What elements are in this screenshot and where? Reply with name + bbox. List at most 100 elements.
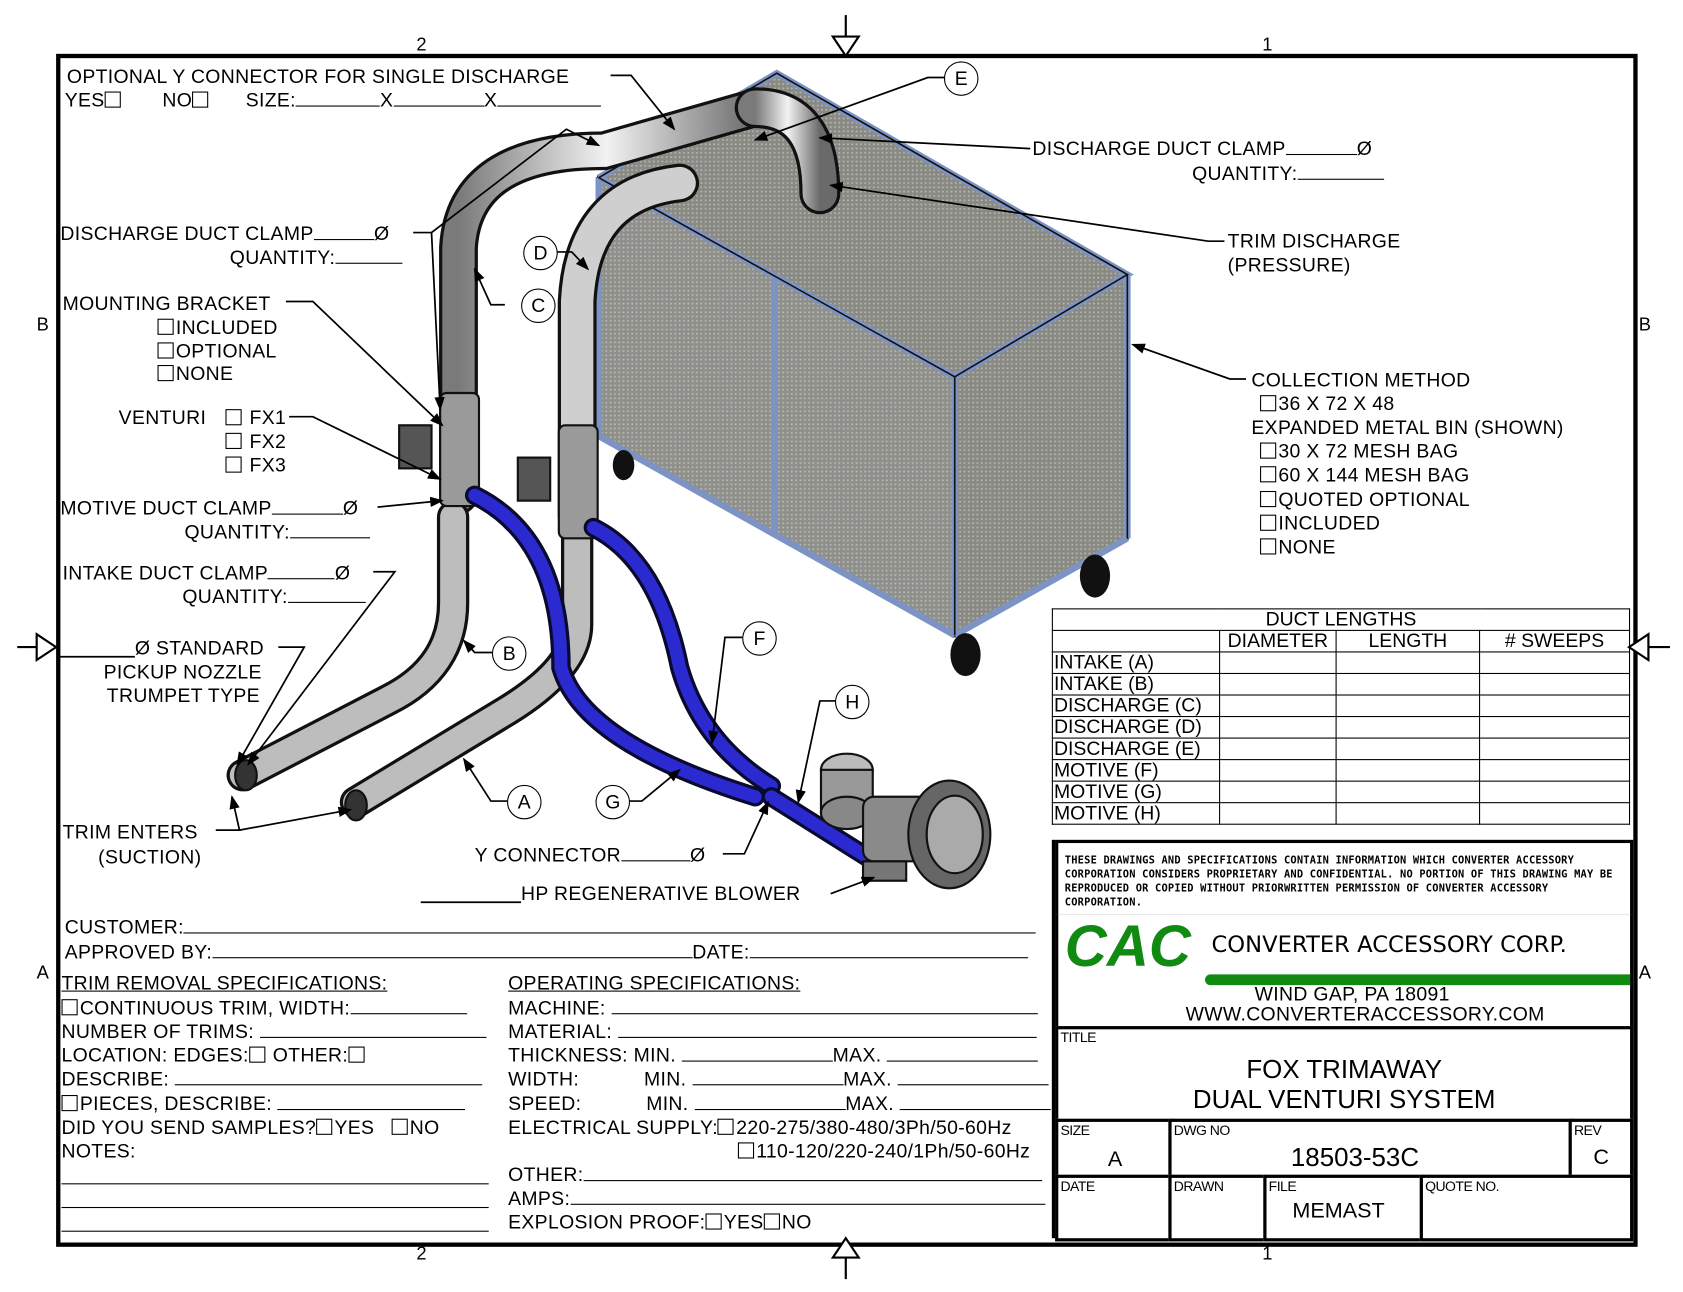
material-row: MATERIAL: [508,1021,1037,1042]
length-cell[interactable] [1335,802,1481,825]
other-checkbox[interactable] [348,1046,365,1063]
sweeps-cell[interactable] [1479,802,1631,825]
samples-no-checkbox[interactable] [391,1118,408,1135]
quote-no-cell: QUOTE NO. [1419,1174,1634,1242]
duct-lengths-table: DUCT LENGTHS DIAMETER LENGTH # SWEEPS IN… [1051,608,1631,825]
mounting-bracket-none-checkbox[interactable] [157,365,174,382]
optional-y-no-checkbox[interactable] [192,91,209,108]
mounting-bracket-included-checkbox[interactable] [157,318,174,335]
venturi-fx1-checkbox[interactable] [225,409,242,426]
collection-quoted-checkbox[interactable] [1260,490,1277,508]
venturi-fittings [234,391,599,822]
samples-yes-checkbox[interactable] [316,1118,333,1135]
title-line-1: FOX TRIMAWAY [1246,1055,1443,1085]
continuous-trim-width-field[interactable] [350,997,467,1015]
option-label: INCLUDED [1278,512,1381,535]
diameter-cell[interactable] [1219,737,1337,761]
length-cell[interactable] [1335,780,1481,804]
length-cell[interactable] [1335,759,1481,782]
sweeps-cell[interactable] [1479,672,1631,696]
collection-option: INCLUDED [1260,512,1381,535]
discharge-clamp-dia-field[interactable] [313,223,375,241]
discharge-clamp-right-dia-field[interactable] [1285,138,1357,156]
collection-30x72-checkbox[interactable] [1260,442,1277,459]
motive-clamp-dia-field[interactable] [271,497,343,515]
machine-field[interactable] [611,997,1038,1015]
collection-none-checkbox[interactable] [1260,538,1277,555]
diameter-symbol: Ø [334,562,351,584]
company-box: CAC CONVERTER ACCESSORY CORP. WIND GAP, … [1055,914,1634,1030]
optional-y-size-field-3[interactable] [497,89,601,107]
diameter-cell[interactable] [1219,716,1337,739]
intake-clamp-dia-field[interactable] [268,562,335,580]
sweeps-cell[interactable] [1479,716,1631,739]
length-cell[interactable] [1335,694,1481,718]
optional-y-size-field-2[interactable] [393,89,484,107]
explosion-proof-label: EXPLOSION PROOF: [508,1211,706,1233]
width-min-field[interactable] [692,1068,844,1086]
sweeps-cell[interactable] [1479,759,1631,782]
diameter-cell[interactable] [1219,802,1337,825]
motive-clamp-qty: QUANTITY: [184,521,370,543]
explosion-yes-checkbox[interactable] [705,1213,722,1230]
zone-bottom-1: 1 [1262,1243,1273,1265]
approved-by-field[interactable] [212,941,693,959]
electrical-3ph-checkbox[interactable] [717,1118,735,1135]
thickness-max-field[interactable] [887,1044,1039,1062]
sweeps-cell[interactable] [1479,780,1631,804]
other-field[interactable] [583,1164,1042,1182]
diameter-cell[interactable] [1219,694,1337,718]
continuous-trim-checkbox[interactable] [61,999,78,1016]
collection-60x144-checkbox[interactable] [1260,466,1277,483]
speed-label: SPEED: [508,1092,582,1115]
speed-max-field[interactable] [899,1093,1051,1111]
venturi-fx3-checkbox[interactable] [225,456,242,473]
mounting-bracket-optional-checkbox[interactable] [157,342,174,359]
samples-label: DID YOU SEND SAMPLES? [61,1116,317,1139]
drawn-label: DRAWN [1173,1177,1224,1195]
dwg-no-cell: DWG NO 18503-53C [1168,1118,1576,1182]
optional-y-yes-checkbox[interactable] [104,91,121,108]
number-of-trims-field[interactable] [259,1021,487,1038]
length-cell[interactable] [1335,651,1481,675]
amps-field[interactable] [570,1188,1045,1205]
length-cell[interactable] [1335,737,1481,761]
thickness-row: THICKNESS: MIN. MAX. [508,1044,1039,1066]
collection-bin-checkbox[interactable] [1260,395,1277,412]
pieces-describe-field[interactable] [277,1093,466,1111]
electrical-1ph-checkbox[interactable] [737,1142,755,1159]
thickness-min-field[interactable] [681,1044,833,1062]
optional-y-size-field-1[interactable] [295,89,381,107]
customer-field[interactable] [183,916,1037,934]
discharge-clamp-right-qty-field[interactable] [1297,163,1384,180]
sweeps-cell[interactable] [1479,694,1631,718]
explosion-no-checkbox[interactable] [763,1213,780,1230]
edges-checkbox[interactable] [248,1046,265,1063]
collection-included-checkbox[interactable] [1260,514,1277,531]
date-field[interactable] [749,941,1028,959]
machine-row: MACHINE: [508,997,1038,1019]
no-label: NO [409,1116,440,1139]
y-connector-dia-field[interactable] [621,844,691,862]
pieces-checkbox[interactable] [61,1095,78,1112]
motive-clamp-qty-field[interactable] [289,521,370,539]
length-cell[interactable] [1335,716,1481,739]
width-max-field[interactable] [897,1068,1049,1086]
title-label: TITLE [1060,1029,1096,1046]
intake-clamp-qty-field[interactable] [287,586,366,603]
cac-logo: CAC [1065,916,1192,979]
diameter-cell[interactable] [1219,672,1337,696]
diameter-cell[interactable] [1219,651,1337,675]
diameter-cell[interactable] [1219,759,1337,782]
describe-field[interactable] [174,1068,483,1086]
length-cell[interactable] [1335,672,1481,696]
sweeps-cell[interactable] [1479,651,1631,675]
drawn-cell: DRAWN [1168,1174,1270,1242]
sweeps-cell[interactable] [1479,737,1631,761]
speed-min-field[interactable] [694,1093,846,1111]
material-field[interactable] [617,1021,1037,1038]
venturi-fx2-checkbox[interactable] [225,432,242,449]
diameter-cell[interactable] [1219,780,1337,804]
discharge-clamp-qty-field[interactable] [335,247,403,264]
notes-lines[interactable] [61,1160,489,1233]
